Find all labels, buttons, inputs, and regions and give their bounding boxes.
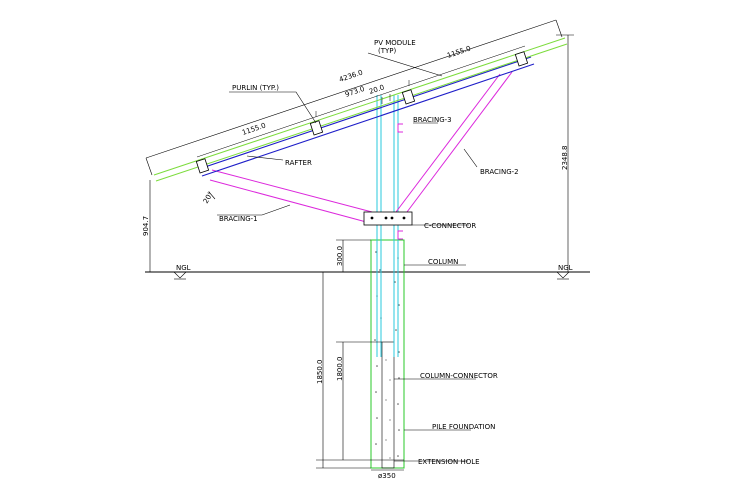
height-dimension-right: [556, 34, 574, 272]
c-connector-label: C-CONNECTOR: [424, 222, 476, 230]
dim-embed-1850: 1850.0: [316, 360, 324, 385]
dim-angle: 20°: [202, 190, 215, 205]
purlin: [401, 89, 416, 105]
dim-embed-300: 300.0: [336, 246, 344, 266]
bracing-3-marker: [397, 123, 403, 240]
concrete-hatch: [374, 251, 400, 459]
purlin-dimensions: [196, 45, 526, 158]
column: [376, 95, 399, 357]
purlin: [514, 51, 529, 67]
purlin: [309, 120, 324, 136]
ngl-right-label: NGL: [558, 264, 573, 272]
c-connector-plate: [363, 211, 413, 226]
dim-purlin-span-right: 1155.0: [446, 45, 472, 60]
bracing-1-label: BRACING-1: [219, 215, 258, 223]
ngl-symbol-left: [173, 271, 187, 280]
ngl-left-label: NGL: [176, 264, 191, 272]
purlin: [195, 158, 210, 174]
purlins: [195, 51, 529, 174]
pile-foundation: [370, 239, 405, 469]
pv-module-typ-label: (TYP): [378, 47, 397, 55]
rafter-label: RAFTER: [285, 159, 312, 167]
column-connector-label: COLUMN-CONNECTOR: [420, 372, 498, 380]
pv-module-label: PV MODULE: [374, 39, 416, 47]
dim-module-length: 4236.0: [338, 69, 364, 84]
extension-hole-label: EXTENSION HOLE: [418, 458, 480, 466]
embed-dimensions: [316, 239, 404, 471]
ground-line: [145, 271, 590, 280]
purlin-label: PURLIN (TYP.): [232, 84, 279, 92]
bracing-3-label: BRACING-3: [413, 116, 452, 124]
dim-purlin-span-mid: 973.0: [344, 85, 366, 99]
bracing-2-label: BRACING-2: [480, 168, 519, 176]
ngl-symbol-right: [556, 271, 570, 280]
rafter: [198, 56, 535, 177]
leaders: [208, 52, 478, 462]
pv-module: [153, 37, 568, 182]
bracing-1: [209, 169, 373, 224]
dim-total-height: 2348.8: [561, 146, 569, 171]
dim-front-height: 904.7: [142, 216, 150, 236]
dim-pile-diameter: ø350: [378, 472, 396, 480]
dim-embed-1800: 1800.0: [336, 357, 344, 382]
column-label: COLUMN: [428, 258, 458, 266]
pile-foundation-label: PILE FOUNDATION: [432, 423, 495, 431]
module-dimension: [145, 19, 563, 176]
bracing-2: [395, 71, 513, 217]
